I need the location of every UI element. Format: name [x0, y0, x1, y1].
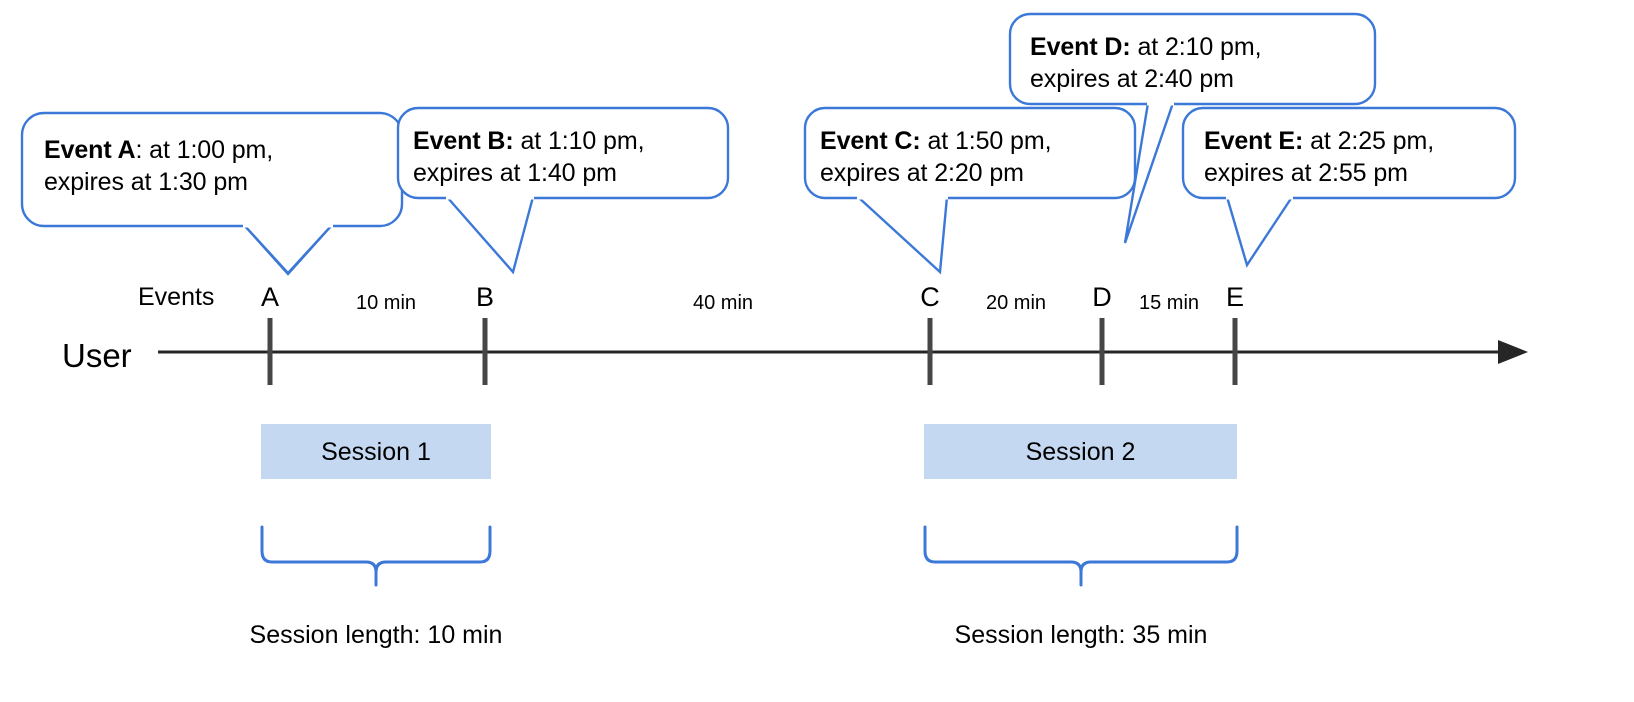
callout-b-rest: at 1:10 pm, [513, 127, 645, 155]
callout-e-tail [1225, 196, 1294, 268]
session-1-bar [261, 424, 491, 479]
callout-e-bold: Event E: [1204, 127, 1304, 155]
session-bars [261, 424, 1237, 479]
callout-c [803, 106, 1137, 275]
lane-label-events: Events [138, 283, 215, 311]
callout-c-box [803, 106, 1137, 200]
callout-c-tail [857, 196, 949, 275]
session-1-length-label: Session length: 10 min [249, 621, 503, 649]
callout-c-rest: at 1:50 pm, [920, 127, 1052, 155]
callout-a [20, 111, 404, 276]
marker-letter-c: C [920, 282, 940, 312]
callout-c-bold: Event C: [820, 127, 921, 155]
callout-c-text: Event C: at 1:50 pm, expires at 2:20 pm [820, 126, 1140, 189]
callout-b-tail [446, 196, 535, 275]
session-1-label: Session 1 [321, 438, 431, 466]
callout-a-tail-stroke [243, 224, 333, 275]
interval-label-bc: 40 min [692, 292, 754, 314]
callout-a-tail [241, 223, 335, 276]
callout-d-line2: expires at 2:40 pm [1030, 64, 1234, 93]
axis-arrowhead [1498, 340, 1528, 364]
callout-e-text: Event E: at 2:25 pm, expires at 2:55 pm [1204, 126, 1524, 189]
session-1-brace [260, 525, 492, 587]
callout-a-bold: Event A [44, 136, 136, 164]
callout-b-box [396, 106, 730, 200]
callout-b-line2: expires at 1:40 pm [413, 158, 617, 187]
session-2-label: Session 2 [1025, 438, 1136, 466]
timeline-axis [158, 340, 1528, 364]
marker-letter-b: B [475, 282, 494, 312]
callout-e-box [1181, 106, 1517, 200]
event-ticks [267, 318, 1238, 385]
session-2-bar [924, 424, 1237, 479]
marker-letter-e: E [1225, 282, 1244, 312]
callout-d-text: Event D: at 2:10 pm, expires at 2:40 pm [1030, 32, 1380, 95]
callout-d-box [1008, 12, 1377, 106]
callout-c-line2: expires at 2:20 pm [820, 158, 1024, 187]
callout-e [1181, 106, 1517, 268]
interval-label-de: 15 min [1138, 292, 1200, 314]
callout-b-bold: Event B: [413, 127, 514, 155]
session-2-length-label: Session length: 35 min [954, 621, 1208, 649]
callout-e-rest: at 2:25 pm, [1303, 127, 1435, 155]
callout-a-text: Event A: at 1:00 pm, expires at 1:30 pm [44, 135, 394, 198]
interval-label-cd: 20 min [985, 292, 1047, 314]
marker-letter-a: A [260, 282, 279, 312]
interval-label-ab: 10 min [355, 292, 417, 314]
callout-e-line2: expires at 2:55 pm [1204, 158, 1408, 187]
callout-d-tail [1123, 102, 1175, 244]
lane-label-user: User [62, 337, 132, 374]
callout-a-rest: : at 1:00 pm, [135, 136, 274, 164]
callout-d [1008, 12, 1377, 244]
session-2-brace [923, 525, 1239, 587]
session-braces [260, 525, 1239, 587]
callout-d-bold: Event D: [1030, 33, 1131, 61]
callout-a-line2: expires at 1:30 pm [44, 167, 248, 196]
callout-b-text: Event B: at 1:10 pm, expires at 1:40 pm [413, 126, 733, 189]
marker-letter-d: D [1092, 282, 1112, 312]
callout-b [396, 106, 730, 275]
callout-d-rest: at 2:10 pm, [1130, 33, 1262, 61]
